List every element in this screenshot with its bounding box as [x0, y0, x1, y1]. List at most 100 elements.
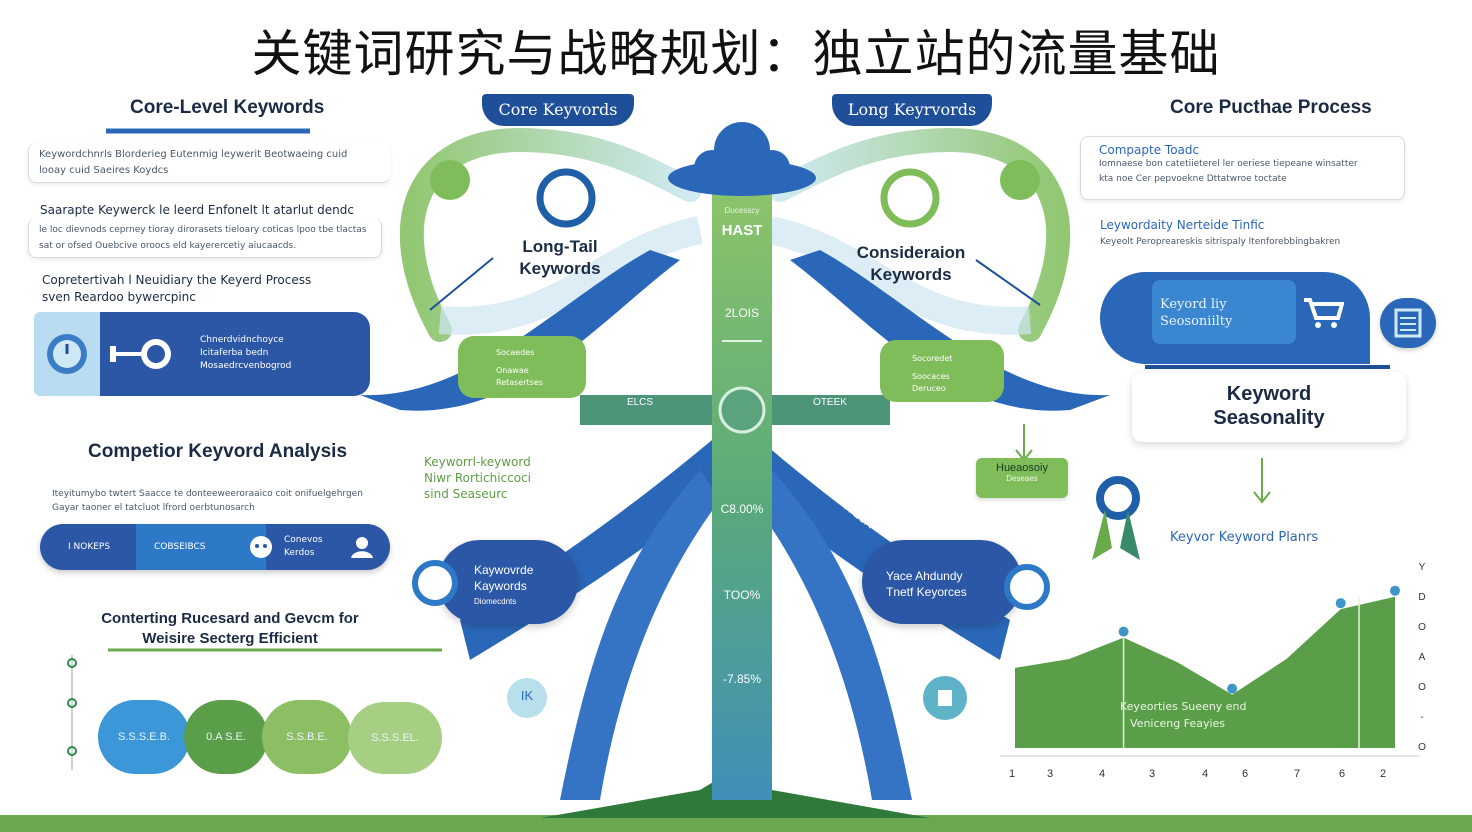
- x-tick-label: 6: [1242, 768, 1248, 780]
- puzzle-icon: [938, 690, 952, 706]
- banner-text-line-1: Chnerdvidnchoyce: [200, 335, 284, 345]
- consideration-label: Consideraion Keywords: [846, 242, 976, 286]
- seasonality-line-2: Seasonality: [1213, 407, 1325, 429]
- consideration-line-2: Keywords: [870, 265, 952, 284]
- node-left: Socaedes Onawae Retasertses: [458, 336, 586, 398]
- bubble-1: S.S.S.E.B.: [98, 700, 190, 774]
- core-text-line-1: Keywordchnrls Blorderieg Eutenmig leywer…: [39, 149, 348, 160]
- branch-label-right: OTEEK: [813, 397, 847, 408]
- y-tick-label: -: [1420, 712, 1423, 723]
- chart-point: [1390, 585, 1400, 596]
- planner-label: Keyvor Keyword Planrs: [1170, 530, 1319, 545]
- competitor-heading: Competior Keyvord Analysis: [88, 441, 348, 462]
- sample-heading: Saarapte Keywerck le leerd Enfonelt lt a…: [40, 203, 354, 217]
- chart-area-series: [1015, 596, 1395, 748]
- banner-title-line-1: Keyord liy: [1160, 297, 1227, 312]
- mini-box-line-2: Deseaes: [1006, 474, 1038, 483]
- y-tick-label: A: [1419, 652, 1426, 663]
- x-tick-label: 3: [1047, 768, 1053, 780]
- overlay-line-3: sind Seaseurc: [424, 487, 508, 501]
- x-tick-label: 4: [1099, 768, 1105, 780]
- calendar-icon[interactable]: [1380, 298, 1436, 348]
- circle-left-line-2: Kaywords: [474, 579, 527, 593]
- node-right: Socoredet Soocaces Deruceo: [880, 340, 1004, 402]
- circle-node-right: Yace Ahdundy Tnetf Keyorces: [862, 540, 1022, 624]
- competitor-pill-2[interactable]: COBSEIBCS: [154, 542, 206, 552]
- trends-line-2: kta noe Cer pepvoekne Dttatwroe toctate: [1099, 174, 1287, 184]
- trunk-label-6: -7.85%: [722, 672, 762, 686]
- x-tick-label: 1: [1009, 768, 1015, 780]
- y-tick-label: Y: [1419, 562, 1426, 573]
- process-heading-line-1: Copretertivah l Neuidiary the Keyerd Pro…: [42, 273, 312, 287]
- banner-title: Keyord liy Seosoniilty: [1160, 296, 1232, 330]
- sample-box: le loc dievnods ceprney tioray diroraset…: [28, 218, 382, 258]
- y-tick-label: O: [1418, 622, 1426, 633]
- competitor-pill-3[interactable]: Conevos Kerdos: [284, 535, 323, 558]
- circle-left-line-1: Kaywovrde: [474, 563, 534, 577]
- competitor-pill-mid-bg: [136, 524, 266, 570]
- bottom-badge-left: IK: [520, 688, 534, 703]
- trunk-label-2: HAST: [721, 222, 763, 239]
- chart-inner-line-2: Veniceng Feayies: [1130, 717, 1226, 730]
- competitor-pill-bar[interactable]: I NOKEPS COBSEIBCS Conevos Kerdos: [40, 524, 390, 570]
- chart-point: [1227, 683, 1238, 694]
- banner-icon-panel: [34, 312, 100, 396]
- robot-icon: [250, 536, 272, 558]
- mini-box-line-1: Hueaosoiy: [996, 462, 1048, 474]
- circle-right-line-1: Yace Ahdundy: [886, 569, 963, 583]
- competitor-text-line-2: Gayar taoner el tatcluot lfrord oerbtuno…: [52, 503, 255, 513]
- process-banner: Chnerdvidnchoyce Icitaferba bedn Mosaedr…: [100, 312, 370, 396]
- competitor-text-line-1: Iteyitumybo twtert Saacce te donteeweero…: [52, 489, 363, 499]
- long-tail-line-1: Long-Tail: [522, 237, 598, 256]
- content-heading-line-1: Conterting Rucesard and Gevcm for: [101, 610, 359, 627]
- seasonality-banner: Keyord liy Seosoniilty: [1100, 272, 1370, 364]
- banner-text: Chnerdvidnchoyce Icitaferba bedn Mosaedr…: [200, 334, 291, 373]
- circle-node-left: Kaywovrde Kaywords Diomecdnts: [438, 540, 578, 624]
- circle-icon-left: [412, 560, 458, 606]
- center-overlay-text: Keyworrl-keyword Niwr Rortichiccoci sind…: [424, 454, 531, 502]
- left-axis: [67, 655, 77, 770]
- core-text-line-2: looay cuid Saeires Koydcs: [39, 165, 169, 176]
- ribbon-core-keywords: Core Keyvords: [482, 94, 634, 126]
- process-heading-line-2: sven Reardoo bywercpinc: [42, 290, 196, 304]
- overlay-line-1: Keyworrl-keyword: [424, 455, 531, 469]
- chart-inner-line-1: Keyeorties Sueeny end: [1120, 700, 1247, 713]
- x-tick-label: 4: [1202, 768, 1208, 780]
- long-tail-label: Long-Tail Keywords: [500, 236, 620, 280]
- seasonality-line-1: Keyword: [1226, 383, 1312, 405]
- content-heading: Conterting Rucesard and Gevcm for Weisir…: [100, 609, 360, 649]
- y-tick-label: D: [1418, 592, 1425, 603]
- ribbon-long-keywords: Long Keyrvords: [832, 94, 992, 126]
- x-tick-label: 2: [1380, 768, 1386, 780]
- sample-text-line-1: le loc dievnods ceprney tioray diroraset…: [39, 225, 367, 235]
- user-icon: [351, 537, 373, 558]
- sample-text-line-2: sat or ofsed Ouebcive oroocs eld kayerer…: [39, 241, 297, 251]
- long-tail-line-2: Keywords: [519, 259, 601, 278]
- x-tick-label: 3: [1149, 768, 1155, 780]
- process-heading: Copretertivah l Neuidiary the Keyerd Pro…: [42, 272, 311, 306]
- x-tick-label: 6: [1339, 768, 1345, 780]
- overlay-line-2: Niwr Rortichiccoci: [424, 471, 531, 485]
- trunk-label-5: TOO%: [723, 588, 761, 602]
- trunk-label-1: Ducesscy: [724, 206, 760, 215]
- trunk-label-4: C8.00%: [720, 502, 764, 516]
- ring-icon-left: [536, 168, 596, 228]
- seasonality-title: Keyword Seasonality: [1132, 372, 1406, 430]
- trends-line-1: Iomnaese bon catetiieterel ler oeriese t…: [1099, 159, 1358, 169]
- circle-left-line-3: Diomecdnts: [474, 597, 517, 606]
- banner-text-line-3: Mosaedrcvenbogrod: [200, 361, 292, 371]
- purchase-process-heading: Core Pucthae Process: [1170, 97, 1372, 118]
- circle-left-text: Kaywovrde Kaywords Diomecdnts: [474, 562, 533, 610]
- seasonality-card: Keyword Seasonality: [1132, 372, 1406, 442]
- trunk-label-3: 2LOIS: [724, 306, 760, 320]
- chart-point: [1118, 626, 1129, 637]
- bubble-2: 0.A S.E.: [184, 700, 268, 774]
- node-left-line-2: Onawae: [496, 366, 529, 375]
- node-right-line-3: Deruceo: [912, 384, 946, 393]
- search-key-icon: [110, 339, 171, 369]
- y-tick-label: O: [1418, 742, 1426, 753]
- competitor-pill-1[interactable]: I NOKEPS: [68, 542, 111, 552]
- core-level-heading: Core-Level Keywords: [130, 97, 325, 118]
- bubble-4: S.S.S.EL.: [348, 702, 442, 774]
